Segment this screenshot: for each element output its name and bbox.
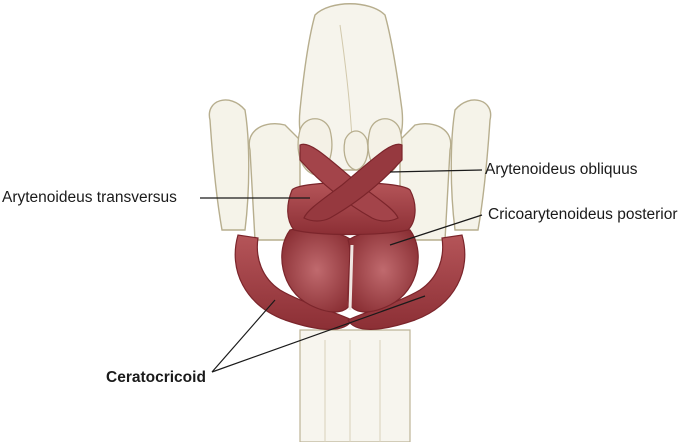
label-arytenoideus-obliquus: Arytenoideus obliquus	[485, 161, 638, 178]
leader-ceratocricoid-2	[211, 295, 426, 373]
leader-arytenoideus-obliquus	[389, 169, 483, 173]
label-cricoarytenoideus-posterior: Cricoarytenoideus posterior	[488, 206, 678, 223]
ceratocricoid-muscle	[234, 234, 466, 330]
thyroid-cartilage	[208, 99, 492, 241]
leader-cricoarytenoideus-posterior	[389, 214, 483, 246]
label-arytenoideus-transversus: Arytenoideus transversus	[2, 189, 177, 206]
trachea	[299, 329, 411, 442]
cricoarytenoideus-posterior-muscle	[281, 227, 419, 313]
leader-ceratocricoid-1	[211, 299, 276, 373]
arytenoideus-obliquus-muscle	[299, 143, 403, 222]
label-ceratocricoid: Ceratocricoid	[106, 369, 206, 386]
leader-lines	[200, 169, 483, 373]
